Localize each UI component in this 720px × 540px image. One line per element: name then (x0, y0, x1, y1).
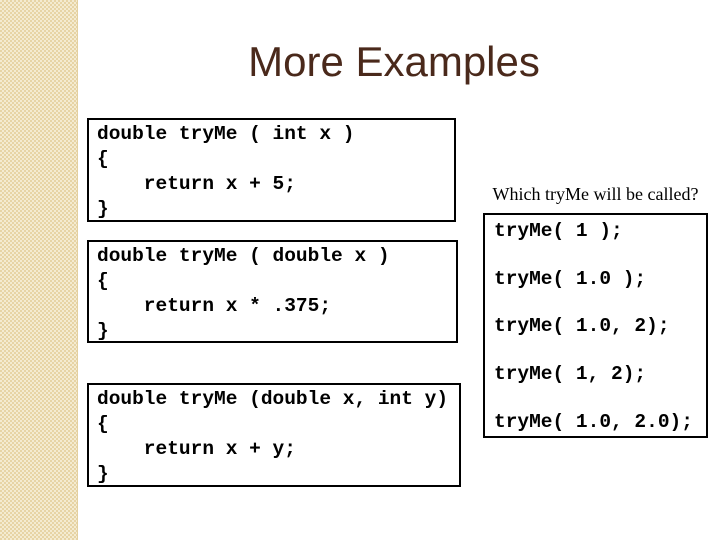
code-line: return x + y; (97, 438, 296, 460)
left-texture-strip (0, 0, 78, 540)
code-box-tryme-int: double tryMe ( int x ) { return x + 5; } (87, 118, 456, 222)
call-line: tryMe( 1.0 ); (494, 267, 647, 290)
code-line: double tryMe ( double x ) (97, 245, 390, 267)
code-line: return x * .375; (97, 295, 332, 317)
call-line: tryMe( 1.0, 2); (494, 315, 670, 338)
code-line: } (97, 198, 109, 220)
code-line: double tryMe (double x, int y) (97, 388, 449, 410)
code-line: } (97, 320, 109, 342)
question-label: Which tryMe will be called? (492, 184, 699, 204)
call-line: tryMe( 1, 2); (494, 362, 647, 385)
code-box-tryme-double-int: double tryMe (double x, int y) { return … (87, 383, 461, 487)
code-line: { (97, 270, 109, 292)
call-line: tryMe( 1 ); (494, 220, 623, 242)
call-line: tryMe( 1.0, 2.0); (494, 410, 693, 433)
call-list-box: tryMe( 1 ); tryMe( 1.0 ); tryMe( 1.0, 2)… (483, 213, 708, 438)
code-line: { (97, 413, 109, 435)
code-line: { (97, 148, 109, 170)
code-line: double tryMe ( int x ) (97, 123, 355, 145)
code-line: } (97, 463, 109, 485)
code-box-tryme-double: double tryMe ( double x ) { return x * .… (87, 240, 458, 343)
code-line: return x + 5; (97, 173, 296, 195)
slide-title: More Examples (248, 38, 540, 85)
